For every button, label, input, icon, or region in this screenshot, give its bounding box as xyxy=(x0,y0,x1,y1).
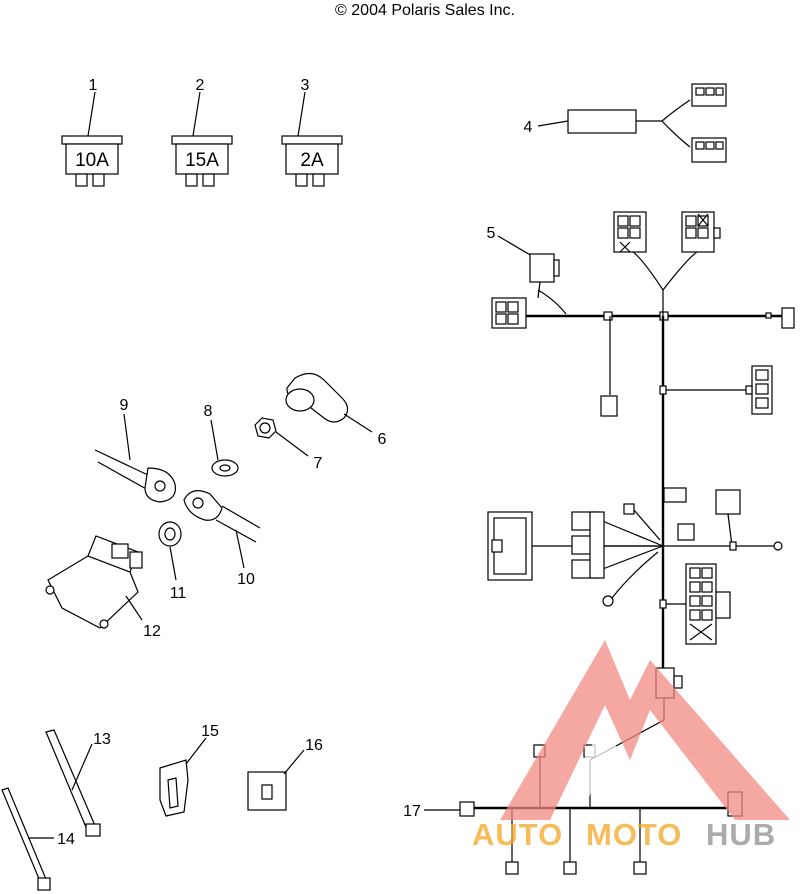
callout-7: 7 xyxy=(314,455,323,472)
callout-14: 14 xyxy=(57,831,75,848)
fuse-2a xyxy=(281,91,343,187)
callout-9: 9 xyxy=(120,397,129,414)
watermark-auto: AUTO xyxy=(472,817,563,852)
copyright-text: © 2004 Polaris Sales Inc. xyxy=(335,2,515,19)
callout-5: 5 xyxy=(487,225,496,242)
callout-6: 6 xyxy=(378,431,387,448)
washer-8 xyxy=(210,419,239,477)
nut-7 xyxy=(254,417,309,457)
sub-harness-4 xyxy=(537,83,727,163)
callout-11: 11 xyxy=(170,585,187,602)
callout-8: 8 xyxy=(204,403,213,420)
star-washer-11 xyxy=(158,521,182,581)
cable-tie-14 xyxy=(1,787,54,891)
fuse-15a xyxy=(171,91,233,187)
callout-4: 4 xyxy=(524,119,533,136)
callout-13: 13 xyxy=(93,731,111,748)
callout-10: 10 xyxy=(237,571,255,588)
fuse-2a-label: 2A xyxy=(300,150,324,171)
callout-17: 17 xyxy=(403,803,421,820)
callout-3: 3 xyxy=(301,77,310,94)
watermark-hub: HUB xyxy=(706,817,776,852)
callout-1: 1 xyxy=(89,77,98,94)
terminal-boot-6 xyxy=(285,372,373,433)
watermark-moto: MOTO xyxy=(586,817,682,852)
fuse-10a xyxy=(61,91,123,187)
fuse-10a-label: 10A xyxy=(75,150,109,171)
callout-15: 15 xyxy=(201,723,219,740)
battery-cable-10 xyxy=(183,490,261,569)
cable-tie-13 xyxy=(45,729,101,837)
watermark-triangle-logo xyxy=(500,640,790,820)
clip-15 xyxy=(159,737,207,817)
fuse-15a-label: 15A xyxy=(185,150,219,171)
automotohub-watermark: AUTO MOTO HUB xyxy=(472,640,790,852)
callout-16: 16 xyxy=(305,737,323,754)
label-16 xyxy=(247,749,305,811)
solenoid-12 xyxy=(45,535,143,629)
callout-2: 2 xyxy=(196,77,205,94)
callout-12: 12 xyxy=(143,623,161,640)
battery-cable-9 xyxy=(94,413,177,503)
